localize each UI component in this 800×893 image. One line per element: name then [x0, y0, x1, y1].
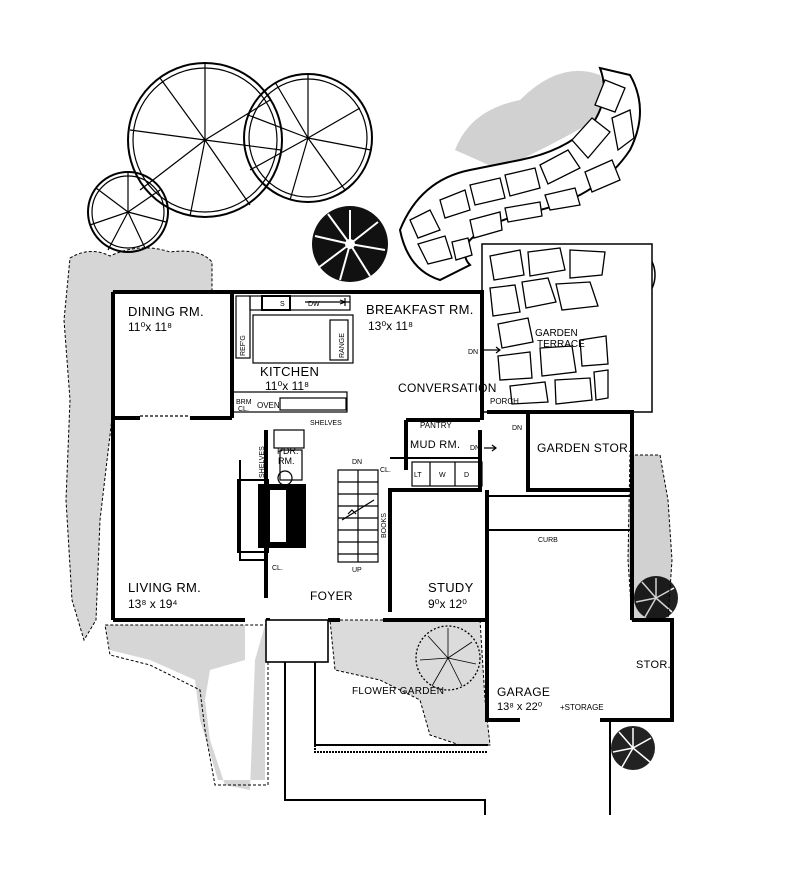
mud-room-down-marker: DN — [470, 445, 480, 452]
dining-room-label: DINING RM. — [128, 304, 204, 319]
tree-large-right — [243, 73, 373, 203]
flower-garden-label: FLOWER GARDEN — [352, 686, 444, 697]
foyer-label: FOYER — [310, 589, 353, 603]
foyer-closet-label: CL. — [272, 565, 283, 572]
pdr-label: PDR. — [277, 446, 299, 456]
broom-closet-label: BRM — [236, 399, 252, 406]
tree-large-left — [127, 62, 283, 218]
room-labels: DINING RM. 11⁰x 11⁸ BREAKFAST RM. 13⁰x 1… — [128, 302, 671, 713]
mud-room-label: MUD RM. — [410, 439, 460, 451]
sink-label: S — [280, 301, 285, 308]
pdr-shelves-label: SHELVES — [259, 446, 266, 478]
pdr-label-2: RM. — [278, 456, 295, 466]
dining-room-dims: 11⁰x 11⁸ — [128, 320, 172, 334]
shrub-dark-top — [312, 206, 388, 282]
fireplace — [237, 479, 306, 553]
laundry — [411, 461, 483, 487]
breakfast-room-dims: 13⁰x 11⁸ — [368, 319, 413, 333]
stair-down-marker: DN — [352, 459, 362, 466]
garage-label: GARAGE — [497, 685, 550, 699]
fixture-labels: DW S RANGE REF'G OVEN BRM CL. SHELVES SH… — [236, 301, 558, 572]
living-room-label: LIVING RM. — [128, 580, 201, 595]
living-room-dims: 13⁸ x 19⁴ — [128, 597, 178, 611]
stair — [337, 469, 379, 563]
garden-terrace-label-2: TERRACE — [537, 339, 585, 350]
washer-label: W — [439, 472, 446, 479]
kitchen-fixtures — [231, 295, 354, 413]
pantry-label: PANTRY — [420, 421, 452, 430]
garden-storage-label: GARDEN STOR. — [537, 441, 632, 455]
breakfast-room-label: BREAKFAST RM. — [366, 302, 474, 317]
garage-storage-label: +STORAGE — [560, 703, 604, 712]
garage-walls — [485, 410, 674, 722]
porch-label: PORCH — [490, 397, 519, 406]
conversation-label: CONVERSATION — [398, 381, 497, 395]
shrub-right — [634, 576, 678, 620]
storage-label: STOR. — [636, 659, 671, 671]
flagstone-path — [398, 66, 641, 282]
shrub-driveway — [611, 726, 655, 770]
kitchen-shelves-label: SHELVES — [310, 420, 342, 427]
entry-walk — [265, 619, 611, 815]
refrigerator-label: REF'G — [240, 335, 247, 356]
dryer-label: D — [464, 472, 469, 479]
kitchen-dims: 11⁰x 11⁸ — [265, 379, 309, 393]
porch-down-marker: DN — [512, 425, 522, 432]
garden-terrace-label: GARDEN — [535, 328, 578, 339]
stair-closet-label: CL. — [380, 467, 391, 474]
tree-small-left — [87, 171, 169, 253]
stair-up-marker: UP — [352, 567, 362, 574]
kitchen-label: KITCHEN — [260, 364, 319, 379]
study-label: STUDY — [428, 580, 474, 595]
laundry-tub-label: LT — [414, 472, 422, 479]
terrace-down-marker: DN — [468, 349, 478, 356]
range-label: RANGE — [339, 333, 346, 358]
curb-label: CURB — [538, 537, 558, 544]
direction-markers: DN DN DN DN UP — [352, 346, 522, 574]
books-label: BOOKS — [381, 513, 388, 538]
study-dims: 9⁰x 12⁰ — [428, 597, 467, 611]
garage-dims: 13⁸ x 22⁰ — [497, 701, 543, 713]
broom-closet-label-2: CL. — [238, 406, 249, 413]
tree-flower-garden — [415, 625, 481, 691]
house-walls — [111, 290, 489, 622]
oven-label: OVEN — [257, 401, 280, 410]
dishwasher-label: DW — [308, 301, 320, 308]
